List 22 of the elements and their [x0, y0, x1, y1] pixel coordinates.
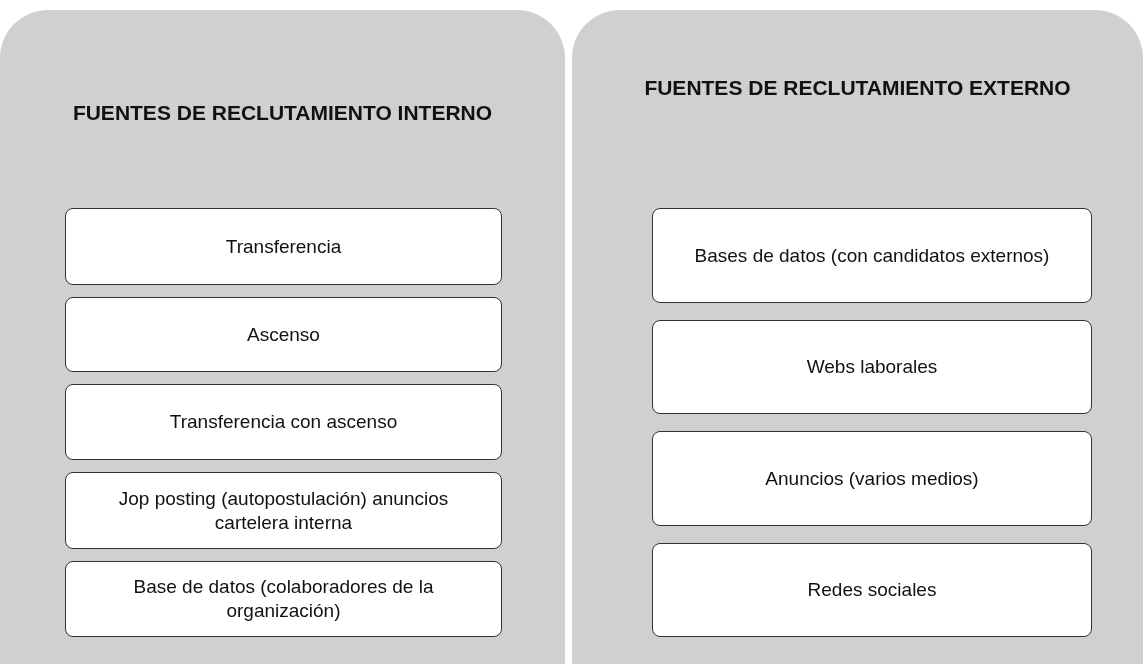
item-label: Transferencia [225, 234, 342, 259]
group-panel [0, 10, 565, 664]
group-panel [572, 10, 1143, 664]
item-box [65, 472, 502, 549]
item-label: Anuncios (varios medios) [765, 466, 979, 491]
item-label: Webs laborales [806, 355, 938, 379]
item-label: Jop posting (autopostulación) anuncios cartelera interna [117, 486, 450, 535]
item-label: Ascenso [247, 322, 320, 347]
item-box [652, 320, 1092, 414]
panel-heading: FUENTES DE RECLUTAMIENTO INTERNO [71, 101, 494, 125]
panel-heading: FUENTES DE RECLUTAMIENTO EXTERNO [643, 76, 1072, 100]
item-label: Bases de datos (con candidatos externos) [694, 243, 1050, 268]
item-label: Transferencia con ascenso [169, 410, 398, 434]
item-box [65, 208, 502, 285]
item-label: Base de datos (colaboradores de la organización) [132, 575, 435, 623]
item-box [65, 384, 502, 460]
item-box [652, 543, 1092, 637]
item-box [652, 208, 1092, 303]
item-label: Redes sociales [807, 578, 937, 602]
item-box [65, 297, 502, 372]
item-box [65, 561, 502, 637]
item-box [652, 431, 1092, 526]
